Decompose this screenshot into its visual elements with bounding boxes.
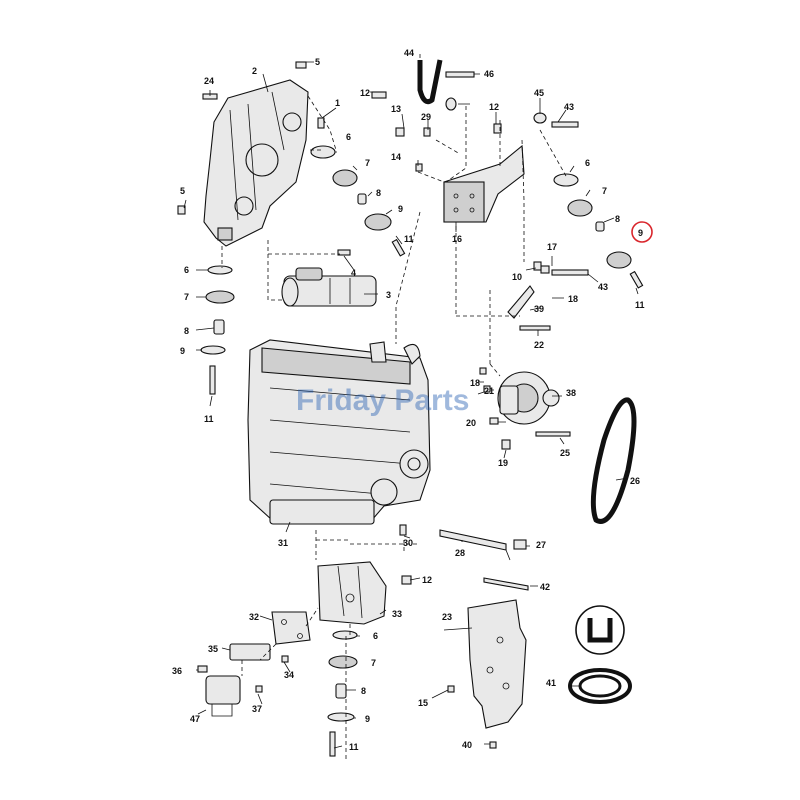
callout-14: 14	[391, 152, 401, 162]
callout-18-upper: 18	[568, 294, 578, 304]
highlighted-callout-9[interactable]: 9	[631, 221, 653, 243]
callout-12-left: 12	[360, 88, 370, 98]
callout-labels: 1 2 3 4 5 5 6 6 6 6 7 7 7 7 8 8 8 8 9 9 …	[172, 48, 645, 752]
callout-7-upper: 7	[365, 158, 370, 168]
engine-mount-bracket-part	[317, 561, 387, 625]
callout-7-right: 7	[602, 186, 607, 196]
engine-block-part	[247, 339, 431, 525]
callout-19: 19	[498, 458, 508, 468]
callout-31: 31	[278, 538, 288, 548]
starter-motor-part	[281, 267, 377, 307]
callout-9-left: 9	[180, 346, 185, 356]
callout-6-right: 6	[585, 158, 590, 168]
callout-23: 23	[442, 612, 452, 622]
callout-5-top: 5	[315, 57, 320, 67]
callout-38: 38	[566, 388, 576, 398]
callout-37: 37	[252, 704, 262, 714]
side-panel-part	[467, 599, 527, 729]
callout-22: 22	[534, 340, 544, 350]
lift-hook-part	[417, 59, 443, 105]
callout-6-upper: 6	[346, 132, 351, 142]
callout-9-upper: 9	[398, 204, 403, 214]
callout-35: 35	[208, 644, 218, 654]
callout-28: 28	[455, 548, 465, 558]
callout-7-left: 7	[184, 292, 189, 302]
callout-1: 1	[335, 98, 340, 108]
callout-17: 17	[547, 242, 557, 252]
callout-46: 46	[484, 69, 494, 79]
mount-bracket-part	[443, 144, 525, 223]
highlight-label: 9	[638, 228, 643, 238]
callout-25: 25	[560, 448, 570, 458]
callout-29: 29	[421, 112, 431, 122]
callout-5-left: 5	[180, 186, 185, 196]
callout-13: 13	[391, 104, 401, 114]
callout-39: 39	[534, 304, 544, 314]
alternator-part	[497, 371, 560, 425]
callout-43-lower: 43	[598, 282, 608, 292]
support-plate-part	[271, 611, 311, 645]
fuel-filter-part	[205, 643, 271, 717]
gasket-kit-part	[568, 605, 632, 704]
callout-11-bottom: 11	[349, 742, 359, 752]
callout-8-upper: 8	[376, 188, 381, 198]
callout-26: 26	[630, 476, 640, 486]
callout-24: 24	[204, 76, 214, 86]
callout-2: 2	[252, 66, 257, 76]
callout-7-bottom: 7	[371, 658, 376, 668]
callout-45: 45	[534, 88, 544, 98]
mount-stack-upper-middle	[310, 145, 406, 257]
callout-6-bottom: 6	[373, 631, 378, 641]
callout-47: 47	[190, 714, 200, 724]
mount-stack-bottom	[327, 630, 358, 757]
callout-40: 40	[462, 740, 472, 750]
callout-43-upper: 43	[564, 102, 574, 112]
callout-12-bottom: 12	[422, 575, 432, 585]
callout-18-lower: 18	[470, 378, 480, 388]
callout-3: 3	[386, 290, 391, 300]
callout-20: 20	[466, 418, 476, 428]
callout-33: 33	[392, 609, 402, 619]
callout-6-left: 6	[184, 265, 189, 275]
hardware-parts	[177, 61, 589, 749]
callout-44: 44	[404, 48, 414, 58]
callout-8-left: 8	[184, 326, 189, 336]
callout-16: 16	[452, 234, 462, 244]
mount-stack-upper-right	[553, 173, 644, 289]
callout-4: 4	[351, 268, 356, 278]
callout-21: 21	[484, 386, 494, 396]
callout-8-bottom: 8	[361, 686, 366, 696]
mount-stack-left	[200, 265, 235, 395]
callout-9-bottom: 9	[365, 714, 370, 724]
callout-34: 34	[284, 670, 294, 680]
callout-36: 36	[172, 666, 182, 676]
callout-32: 32	[249, 612, 259, 622]
callout-27: 27	[536, 540, 546, 550]
callout-11-upper: 11	[404, 234, 414, 244]
callout-11-right: 11	[635, 300, 645, 310]
callout-8-right: 8	[615, 214, 620, 224]
callout-42: 42	[540, 582, 550, 592]
watermark-brand: Friday Parts	[296, 384, 469, 417]
callout-15: 15	[418, 698, 428, 708]
callout-41: 41	[546, 678, 556, 688]
callout-10: 10	[512, 272, 522, 282]
fan-belt-part	[590, 397, 637, 524]
callout-30: 30	[403, 538, 413, 548]
callout-12-middle: 12	[489, 102, 499, 112]
highlight-circle	[631, 221, 653, 243]
callout-11-left: 11	[204, 414, 214, 424]
gear-case-part	[203, 79, 309, 247]
